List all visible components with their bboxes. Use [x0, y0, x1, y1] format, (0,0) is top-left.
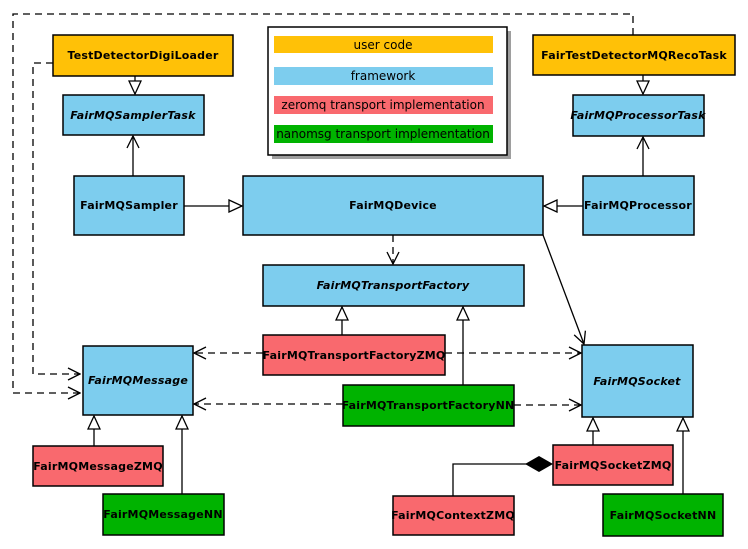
legend-label-nanomsg: nanomsg transport implementation [276, 127, 490, 141]
node-box [32, 445, 164, 487]
legend: user code framework zeromq transport imp… [267, 26, 511, 159]
node-label: FairMQMessageNN [103, 508, 222, 521]
node-box [582, 175, 695, 236]
legend-swatch-framework [274, 67, 493, 85]
composition-diamond-icon [525, 456, 553, 472]
node-label: FairTestDetectorMQRecoTask [541, 49, 727, 62]
node-fairmq-sampler-task: FairMQSamplerTask [62, 94, 205, 136]
node-box [52, 34, 234, 77]
node-label: FairMQTransportFactoryNN [342, 399, 515, 412]
edge-contextzmq-composition-socketzmq [452, 463, 527, 496]
edge-device-uses-socket [542, 234, 584, 344]
edge-digiloader-uses-message [32, 62, 80, 374]
node-fairmq-socket: FairMQSocket [581, 344, 694, 418]
node-label: FairMQProcessor [584, 199, 692, 212]
node-box [262, 264, 525, 307]
legend-swatch-user-code [274, 36, 493, 53]
node-box [73, 175, 185, 236]
legend-label-framework: framework [351, 69, 416, 83]
edge-recotask-uses-message [12, 13, 634, 393]
node-label: FairMQTransportFactoryZMQ [263, 349, 446, 362]
node-label: FairMQSocketZMQ [555, 459, 672, 472]
nodes-layer: TestDetectorDigiLoader FairTestDetectorM… [32, 34, 736, 537]
node-test-detector-digi-loader: TestDetectorDigiLoader [52, 34, 234, 77]
node-fairmq-processor-task: FairMQProcessorTask [570, 94, 706, 137]
node-box [602, 493, 724, 537]
node-fairmq-transport-factory-zmq: FairMQTransportFactoryZMQ [262, 334, 446, 376]
node-box [242, 175, 544, 236]
node-box [62, 94, 205, 136]
node-fairmq-socket-zmq: FairMQSocketZMQ [552, 444, 674, 486]
node-label: FairMQContextZMQ [391, 509, 515, 522]
node-fairmq-socket-nn: FairMQSocketNN [602, 493, 724, 537]
node-box [262, 334, 446, 376]
node-label: FairMQSocketNN [610, 509, 717, 522]
node-fairmq-processor: FairMQProcessor [582, 175, 695, 236]
node-fairmq-context-zmq: FairMQContextZMQ [391, 495, 515, 536]
legend-label-user-code: user code [354, 38, 413, 52]
node-box [342, 384, 515, 427]
legend-label-zeromq: zeromq transport implementation [281, 98, 484, 112]
node-label: FairMQSamplerTask [70, 109, 196, 122]
node-fair-test-detector-mq-reco-task: FairTestDetectorMQRecoTask [532, 34, 736, 76]
node-box [102, 493, 225, 536]
edges-layer [12, 13, 683, 496]
node-fairmq-device: FairMQDevice [242, 175, 544, 236]
node-box [572, 94, 705, 137]
node-label: FairMQMessageZMQ [33, 460, 163, 473]
node-box [532, 34, 736, 76]
node-label: FairMQProcessorTask [570, 109, 706, 122]
node-box [82, 345, 194, 416]
node-label: TestDetectorDigiLoader [67, 49, 218, 62]
node-box [552, 444, 674, 486]
node-fairmq-transport-factory: FairMQTransportFactory [262, 264, 525, 307]
node-fairmq-message-nn: FairMQMessageNN [102, 493, 225, 536]
legend-swatch-zeromq [274, 96, 493, 114]
node-label: FairMQTransportFactory [317, 279, 470, 292]
node-box [581, 344, 694, 418]
node-fairmq-transport-factory-nn: FairMQTransportFactoryNN [342, 384, 515, 427]
node-fairmq-sampler: FairMQSampler [73, 175, 185, 236]
node-label: FairMQMessage [88, 374, 188, 387]
node-label: FairMQSampler [80, 199, 178, 212]
node-label: FairMQSocket [593, 375, 681, 388]
node-fairmq-message-zmq: FairMQMessageZMQ [32, 445, 164, 487]
legend-swatch-nanomsg [274, 125, 493, 143]
node-label: FairMQDevice [349, 199, 437, 212]
node-fairmq-message: FairMQMessage [82, 345, 194, 416]
node-box [392, 495, 515, 536]
